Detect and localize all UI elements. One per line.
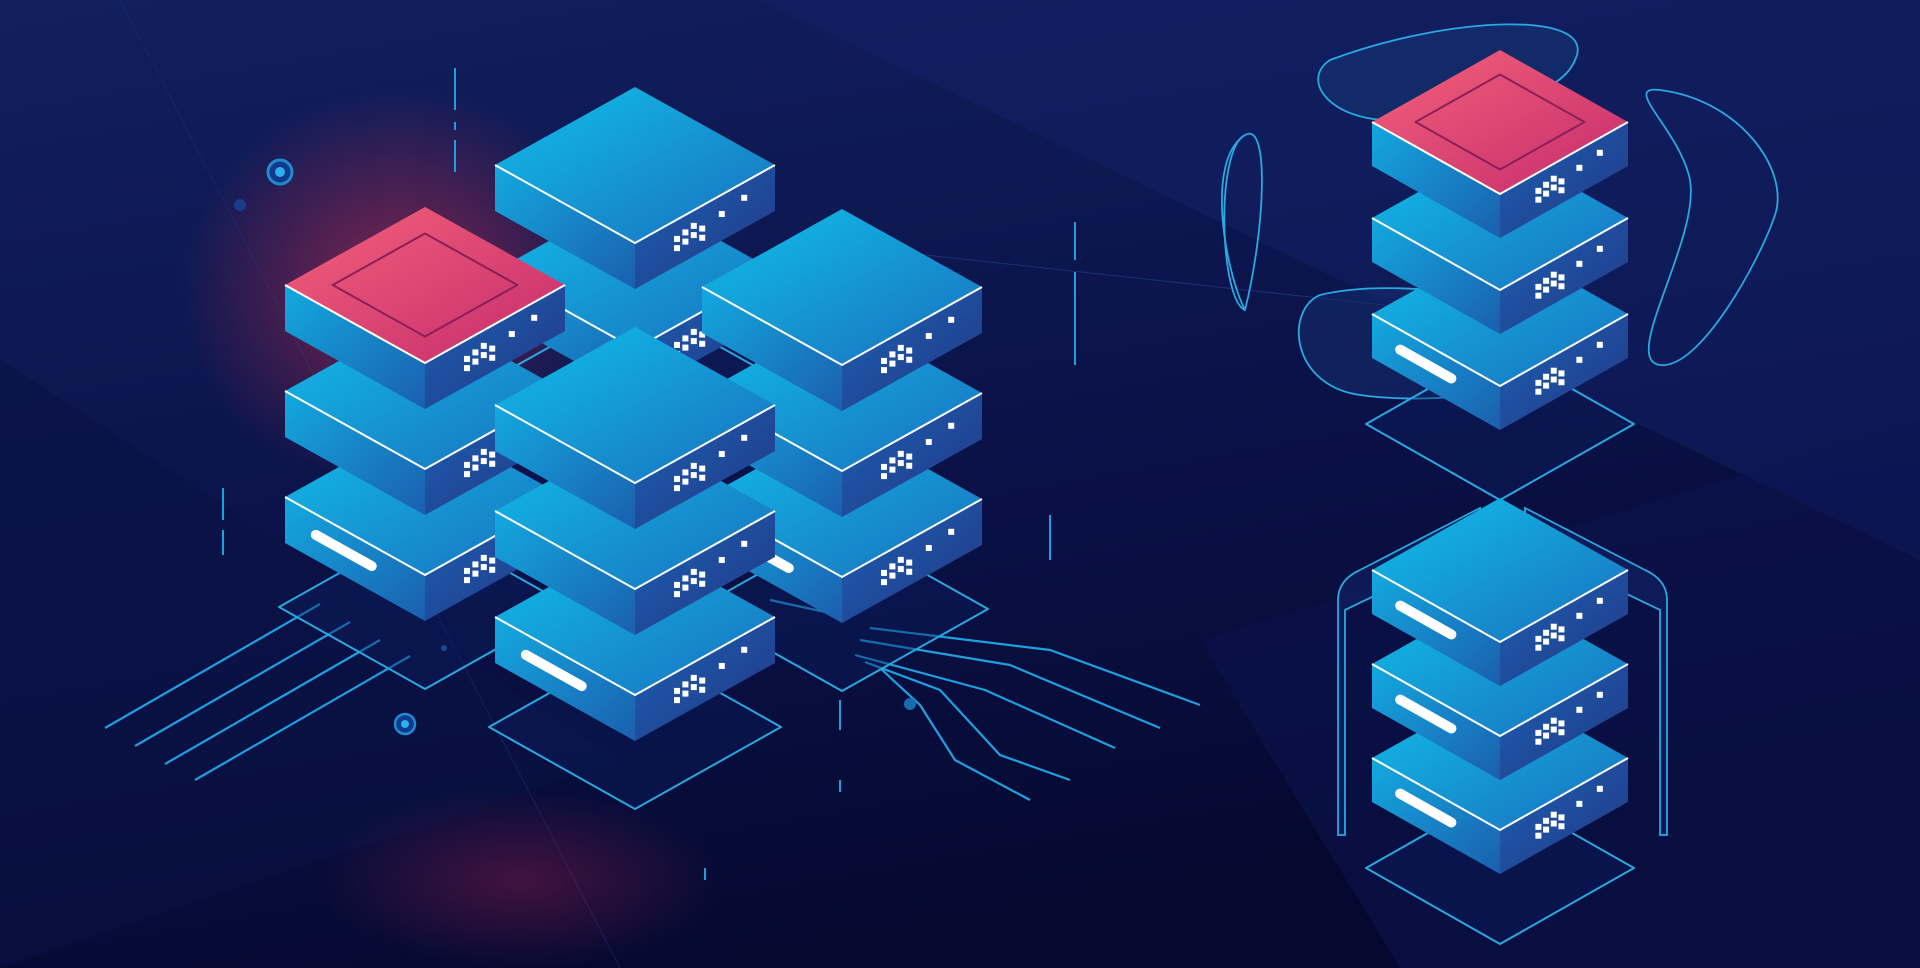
dashed-accents — [222, 68, 1076, 880]
circuit-lines — [104, 598, 1201, 801]
server-unit — [494, 87, 776, 289]
background-facet — [760, 0, 1920, 560]
background-facet — [0, 360, 620, 968]
highlighted-server-unit — [284, 207, 566, 409]
red-glow — [320, 790, 720, 968]
highlighted-server-unit — [1371, 50, 1629, 238]
server-unit — [494, 327, 776, 529]
server-unit — [701, 209, 983, 411]
server-unit — [1371, 498, 1629, 686]
dot-accents — [234, 158, 916, 736]
